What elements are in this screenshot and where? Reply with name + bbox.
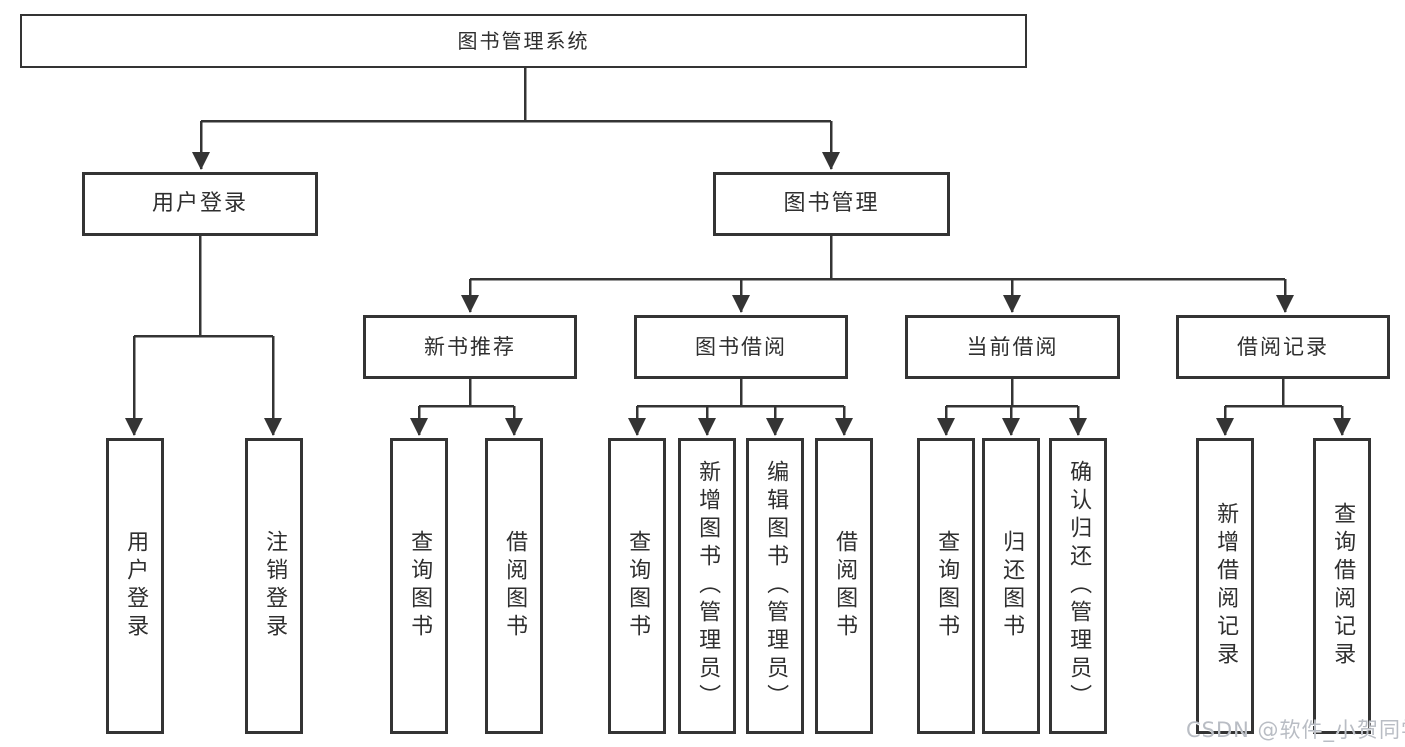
leaf-borrow-edit-books-admin-label: 编辑图书（管理员）: [763, 460, 789, 712]
leaf-newbook-borrow-books-label: 借阅图书: [502, 530, 528, 642]
leaf-current-return-books: 归还图书: [982, 438, 1040, 734]
leaf-borrow-add-books-admin-label: 新增图书（管理员）: [695, 460, 721, 712]
leaf-borrow-edit-books-admin: 编辑图书（管理员）: [746, 438, 804, 734]
node-new-book-recommendation: 新书推荐: [363, 315, 577, 379]
leaf-user-login-label: 用户登录: [123, 530, 149, 642]
leaf-newbook-query-books-label: 查询图书: [407, 530, 433, 642]
leaf-current-confirm-return-admin: 确认归还（管理员）: [1049, 438, 1107, 734]
leaf-current-query-books-label: 查询图书: [934, 530, 960, 642]
node-root: 图书管理系统: [20, 14, 1027, 68]
node-book-borrowing: 图书借阅: [634, 315, 848, 379]
node-book-management: 图书管理: [713, 172, 950, 236]
leaf-borrow-borrow-books: 借阅图书: [815, 438, 873, 734]
leaf-records-add-record-label: 新增借阅记录: [1213, 502, 1239, 670]
node-user-login-branch-label: 用户登录: [151, 191, 248, 216]
node-borrowing-records: 借阅记录: [1176, 315, 1390, 379]
csdn-watermark: CSDN @软件_小贺同学: [1186, 718, 1405, 742]
leaf-logout: 注销登录: [245, 438, 303, 734]
node-book-borrowing-label: 图书借阅: [695, 334, 787, 359]
leaf-borrow-add-books-admin: 新增图书（管理员）: [678, 438, 736, 734]
leaf-borrow-query-books-label: 查询图书: [625, 530, 651, 642]
leaf-current-confirm-return-admin-label: 确认归还（管理员）: [1066, 460, 1092, 712]
leaf-records-add-record: 新增借阅记录: [1196, 438, 1254, 734]
node-root-label: 图书管理系统: [457, 29, 590, 53]
node-current-borrowing-label: 当前借阅: [966, 334, 1059, 359]
leaf-current-return-books-label: 归还图书: [999, 530, 1025, 642]
node-user-login-branch: 用户登录: [82, 172, 318, 236]
leaf-logout-label: 注销登录: [262, 530, 288, 642]
leaf-records-query-record-label: 查询借阅记录: [1330, 502, 1356, 670]
leaf-current-query-books: 查询图书: [917, 438, 975, 734]
leaf-borrow-query-books: 查询图书: [608, 438, 666, 734]
node-current-borrowing: 当前借阅: [905, 315, 1120, 379]
leaf-newbook-query-books: 查询图书: [390, 438, 448, 734]
leaf-records-query-record: 查询借阅记录: [1313, 438, 1371, 734]
node-borrowing-records-label: 借阅记录: [1237, 334, 1329, 359]
node-book-management-label: 图书管理: [783, 191, 880, 216]
leaf-borrow-borrow-books-label: 借阅图书: [832, 530, 858, 642]
node-new-book-recommendation-label: 新书推荐: [424, 334, 516, 359]
leaf-newbook-borrow-books: 借阅图书: [485, 438, 543, 734]
leaf-user-login: 用户登录: [106, 438, 164, 734]
